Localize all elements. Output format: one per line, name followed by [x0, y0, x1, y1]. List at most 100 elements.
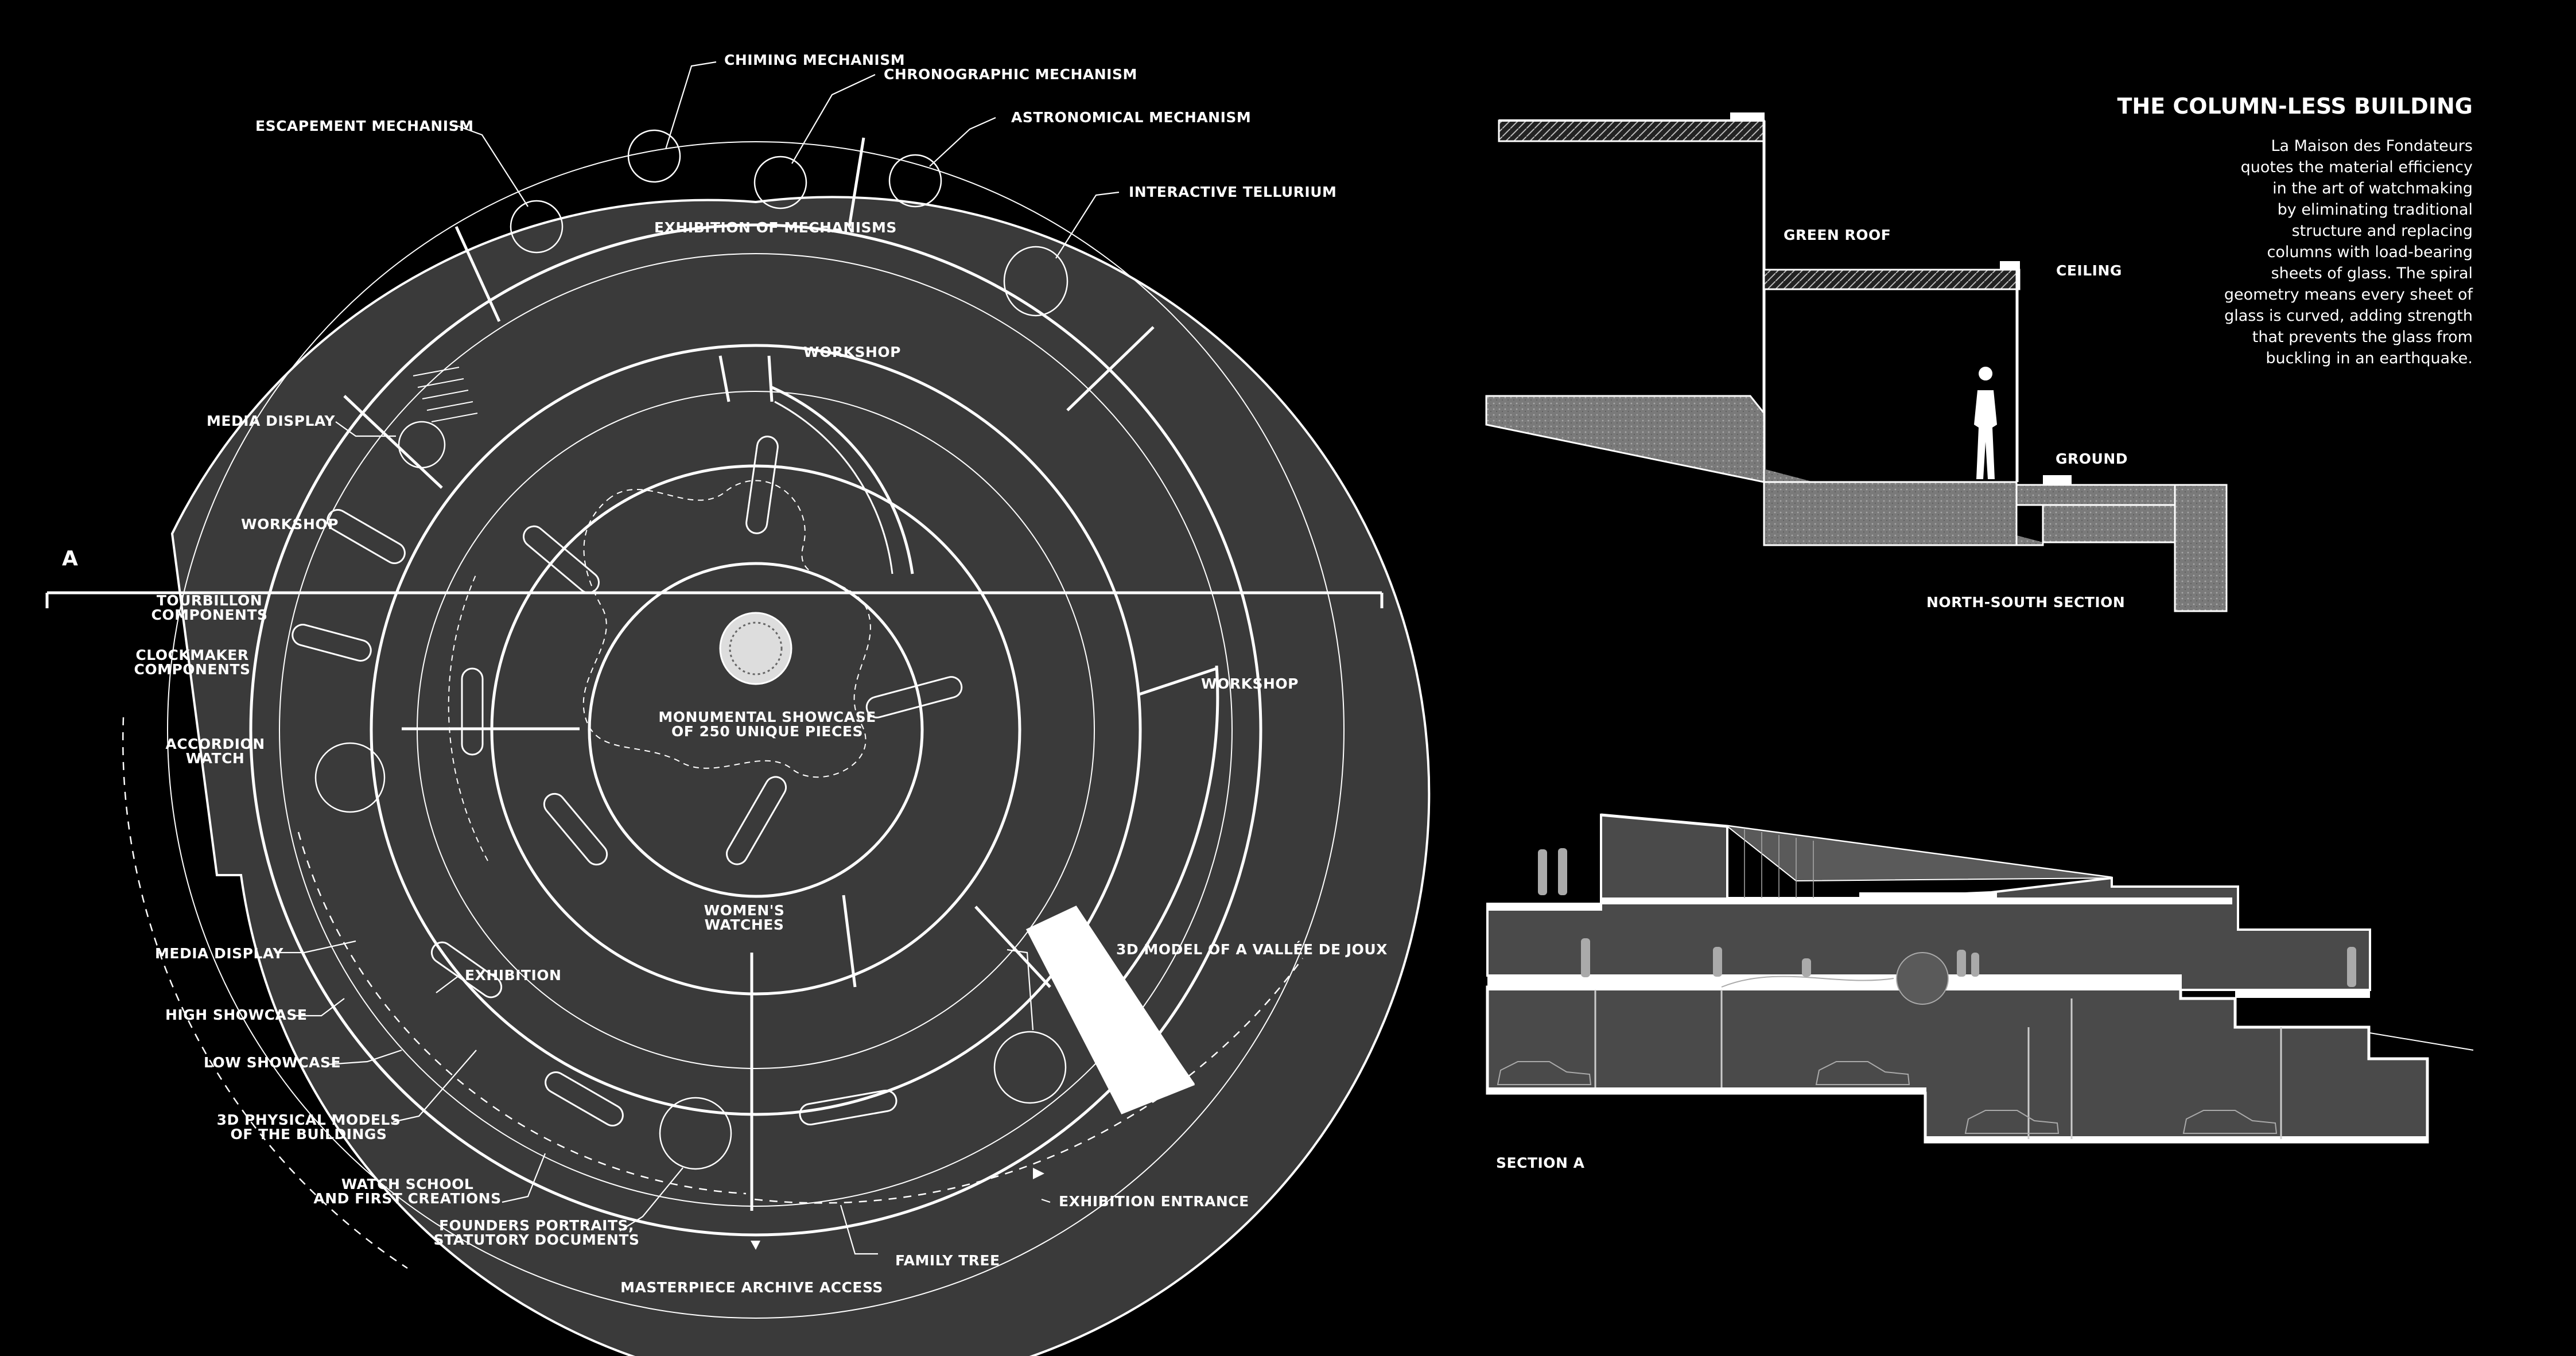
north-south-section: GREEN ROOF CEILING GROUND NORTH-SOUTH SE… [1485, 112, 2228, 612]
label-tourbillon-2: COMPONENTS [151, 607, 267, 623]
label-chiming: CHIMING MECHANISM [724, 52, 905, 68]
central-plinth-outline [582, 480, 871, 778]
crescent-inner [774, 401, 893, 574]
label-astro: ASTRONOMICAL MECHANISM [1011, 109, 1251, 126]
ns-floor-slab [1763, 481, 2018, 546]
info-line: by eliminating traditional [2278, 201, 2473, 219]
crescent-wall [771, 386, 914, 574]
label-showcase-1: MONUMENTAL SHOWCASE [658, 709, 876, 725]
info-line: quotes the material efficiency [2241, 158, 2473, 176]
label-watch-school-1: WATCH SCHOOL [341, 1176, 474, 1192]
label-high-showcase: HIGH SHOWCASE [165, 1007, 307, 1023]
info-line: structure and replacing [2292, 222, 2473, 240]
label-vallee: 3D MODEL OF A VALLÉE DE JOUX [1116, 941, 1388, 958]
label-workshop-right: WORKSHOP [1201, 675, 1299, 692]
label-clockmaker-1: CLOCKMAKER [135, 647, 248, 663]
green-roof-plants [2000, 261, 2020, 270]
round-display-left [398, 421, 446, 469]
label-section-a: SECTION A [1496, 1155, 1585, 1171]
label-accordion-2: WATCH [186, 750, 245, 767]
ns-retaining-wall [2174, 484, 2228, 612]
info-line: columns with load-bearing [2267, 243, 2473, 261]
plan-outer-ring [167, 141, 1345, 1319]
label-workshop-left: WORKSHOP [241, 516, 339, 533]
ring-wall-3 [370, 344, 1142, 1116]
label-physical-models-1: 3D PHYSICAL MODELS [217, 1112, 401, 1128]
label-entrance: EXHIBITION ENTRANCE [1059, 1193, 1249, 1210]
label-physical-models-2: OF THE BUILDINGS [231, 1126, 387, 1143]
label-escapement: ESCAPEMENT MECHANISM [255, 118, 474, 134]
label-founders-2: STATUTORY DOCUMENTS [434, 1231, 640, 1248]
spiral-outer-wall [1120, 665, 1219, 1086]
info-line: sheets of glass. The spiral [2271, 265, 2473, 282]
info-line: geometry means every sheet of [2224, 286, 2474, 304]
label-tourbillon-1: TOURBILLON [157, 592, 262, 609]
info-title: THE COLUMN-LESS BUILDING [2117, 94, 2473, 119]
outer-dashed-path-bottom [754, 958, 1304, 1204]
chiming-display [627, 129, 681, 183]
capsule-showcases [292, 436, 963, 1126]
label-low-showcase: LOW SHOWCASE [204, 1054, 341, 1071]
section-a-parking-columns [1594, 990, 2282, 1139]
label-tellurium: INTERACTIVE TELLURIUM [1129, 184, 1336, 200]
label-womens-1: WOMEN'S [704, 902, 785, 919]
label-chrono: CHRONOGRAPHIC MECHANISM [884, 66, 1137, 83]
accordion-display [314, 742, 386, 813]
label-family-tree: FAMILY TREE [895, 1252, 1000, 1269]
ground-plants [2043, 475, 2072, 485]
person-silhouette [1974, 367, 1997, 479]
escapement-display [510, 200, 564, 254]
label-womens-2: WATCHES [705, 916, 784, 933]
ring-wall-2 [279, 253, 1233, 1207]
label-founders-1: FOUNDERS PORTRAITS, [439, 1217, 634, 1234]
floor-plan: A CHIMING MECHANISM CHRONOGRAPHIC M [45, 52, 1431, 1356]
label-watch-school-2: AND FIRST CREATIONS [313, 1190, 501, 1207]
label-workshop-top: WORKSHOP [803, 344, 901, 360]
astro-display [888, 154, 942, 208]
info-line: in the art of watchmaking [2272, 180, 2473, 197]
section-a-sphere [1896, 952, 1949, 1005]
section-marker-a: A [62, 547, 78, 570]
radial-walls [343, 137, 1217, 1211]
label-media-display-bottom: MEDIA DISPLAY [155, 945, 283, 962]
upper-roof-slab [1498, 119, 1765, 142]
info-line: that prevents the glass from [2252, 328, 2473, 346]
info-line: buckling in an earthquake. [2266, 349, 2473, 367]
mechanism-displays [314, 129, 1069, 1170]
section-a-slabs [1487, 892, 2427, 1143]
vallee-display [993, 1031, 1067, 1104]
label-clockmaker-2: COMPONENTS [134, 661, 250, 678]
plan-labels: CHIMING MECHANISM CHRONOGRAPHIC MECHANIS… [134, 52, 1387, 1296]
showcase-inner [729, 621, 783, 675]
section-a-ground-line [2369, 1032, 2474, 1051]
label-showcase-2: OF 250 UNIQUE PIECES [671, 723, 863, 740]
label-media-display-top: MEDIA DISPLAY [207, 413, 335, 429]
round-display-bottom [659, 1097, 732, 1170]
label-accordion-1: ACCORDION [165, 736, 265, 752]
entrance-glass-wedge [1025, 906, 1195, 1114]
ns-left-ground [1485, 395, 1765, 483]
archive-arrow [751, 1241, 760, 1250]
info-line: La Maison des Fondateurs [2271, 137, 2473, 155]
label-ns-section: NORTH-SOUTH SECTION [1926, 594, 2125, 611]
section-a-ramp [1721, 976, 1894, 988]
chrono-display [753, 156, 807, 209]
info-line: glass is curved, adding strength [2224, 307, 2473, 325]
label-exhibition-mechanisms: EXHIBITION OF MECHANISMS [654, 219, 897, 236]
label-ceiling: CEILING [2056, 262, 2122, 279]
section-a-cars [1497, 1061, 2278, 1134]
section-a-glass-lines [1744, 829, 1814, 898]
tellurium-display [1003, 246, 1069, 317]
inner-ring-dotted [448, 573, 488, 861]
label-archive: MASTERPIECE ARCHIVE ACCESS [620, 1279, 883, 1296]
info-block: THE COLUMN-LESS BUILDING La Maison des F… [2117, 94, 2474, 367]
section-a-figures [1538, 848, 2356, 987]
section-line-a [45, 591, 1384, 608]
outer-dashed-path-left [122, 717, 408, 1269]
ring-wall-6 [588, 562, 924, 898]
label-green-roof: GREEN ROOF [1784, 227, 1891, 243]
inner-dashed-path [297, 832, 747, 1195]
ring-wall-1 [249, 223, 1262, 1237]
label-exhibition: EXHIBITION [465, 967, 561, 984]
